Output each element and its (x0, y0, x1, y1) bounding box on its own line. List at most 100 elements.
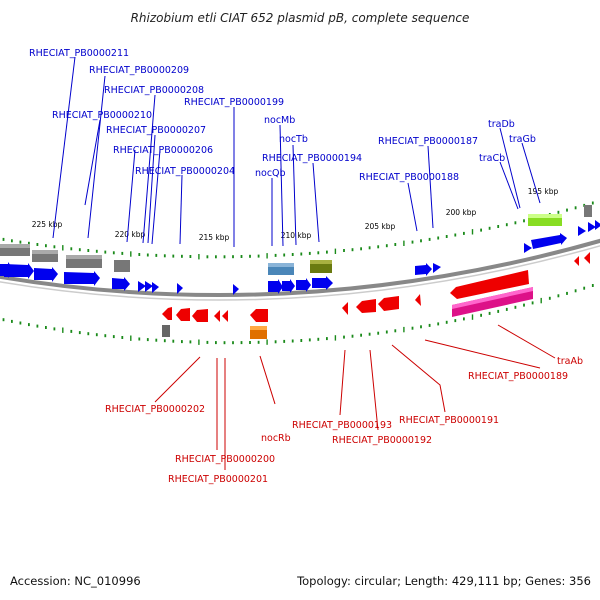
gene-arrow-reverse (162, 307, 172, 320)
gene-label: RHECIAT_PB0000207 (106, 125, 206, 136)
gene-arrow-forward (34, 267, 58, 282)
reverse-leader-lines (154, 324, 556, 470)
gene-label: RHECIAT_PB0000204 (135, 166, 235, 177)
gene-block-highlight (66, 255, 102, 259)
gene-label: RHECIAT_PB0000191 (399, 415, 499, 426)
leader-line (499, 127, 521, 209)
leader-line (497, 324, 556, 359)
gene-arrow-forward (177, 283, 183, 294)
map-title: Rhizobium etli CIAT 652 plasmid pB, comp… (131, 11, 470, 25)
leader-line (391, 344, 446, 413)
gene-block-grey (114, 260, 130, 272)
gene-arrow-reverse (192, 309, 208, 322)
gene-arrow-forward (433, 263, 441, 273)
scale-tick-label: 215 kbp (199, 233, 230, 242)
gene-label: RHECIAT_PB0000193 (292, 420, 392, 431)
forward-gene-row-inner (0, 220, 600, 295)
leader-line (87, 75, 106, 239)
gene-arrow-reverse (584, 252, 590, 264)
gene-label: RHECIAT_PB0000210 (52, 110, 152, 121)
gene-label: traAb (557, 356, 583, 367)
leader-line (339, 349, 346, 416)
gene-arrow-forward (233, 284, 239, 295)
gene-label: nocRb (261, 433, 291, 444)
leader-line (126, 149, 136, 243)
leader-line (424, 339, 541, 369)
gene-label: RHECIAT_PB0000194 (262, 153, 362, 164)
gene-arrow-reverse (176, 308, 190, 321)
forward-leader-lines (52, 56, 541, 247)
gene-arrow-forward (268, 279, 283, 294)
reverse-feature-blocks (162, 287, 533, 339)
leader-line (292, 144, 297, 246)
gene-block-highlight (250, 326, 267, 330)
gene-arrow-forward (312, 276, 333, 290)
gene-label: traGb (509, 134, 536, 145)
gene-arrow-forward (138, 281, 146, 292)
leader-line (279, 124, 284, 247)
gene-label: RHECIAT_PB0000201 (168, 474, 268, 485)
gene-label: RHECIAT_PB0000199 (184, 97, 284, 108)
gene-block-highlight (32, 250, 58, 254)
leader-line (259, 355, 276, 405)
gene-arrow-reverse (222, 310, 228, 322)
genome-summary-text: Topology: circular; Length: 429,111 bp; … (296, 574, 591, 588)
scale-tick-label: 220 kbp (115, 230, 146, 239)
scale-tick-label: 225 kbp (32, 220, 63, 229)
leader-line (154, 356, 201, 403)
leader-line (521, 142, 541, 204)
forward-gene-row-outer (0, 205, 592, 275)
leader-line (407, 182, 418, 232)
gene-arrow-reverse (415, 294, 421, 306)
gene-block-highlight (310, 260, 332, 264)
leader-line (147, 134, 156, 244)
accession-text: Accession: NC_010996 (10, 574, 141, 588)
gene-label: traDb (488, 119, 515, 130)
gene-arrow-reverse (378, 296, 399, 311)
leader-line (427, 145, 434, 229)
leader-line (84, 119, 101, 206)
gene-label: RHECIAT_PB0000189 (468, 371, 568, 382)
leader-line (151, 149, 161, 245)
leader-line (52, 56, 76, 239)
gene-arrow-forward (531, 233, 567, 249)
gene-label: traCb (479, 153, 505, 164)
gene-label: nocQb (255, 168, 286, 179)
gene-label: RHECIAT_PB0000188 (359, 172, 459, 183)
leader-line (499, 161, 519, 210)
forward-labels: RHECIAT_PB0000211 RHECIAT_PB0000209 RHEC… (29, 48, 536, 183)
gene-block-highlight (0, 244, 30, 248)
backbone-shadow (0, 245, 600, 301)
gene-arrow-forward (588, 222, 596, 232)
gene-arrow-reverse (214, 310, 220, 322)
gene-arrow-forward (296, 278, 311, 292)
gene-label: nocMb (264, 115, 295, 126)
outer-tick-ring (2, 201, 594, 260)
gene-label: RHECIAT_PB0000209 (89, 65, 189, 76)
gene-arrow-reverse (450, 270, 529, 299)
gene-arrow-forward (64, 271, 100, 286)
gene-label: RHECIAT_PB0000192 (332, 435, 432, 446)
leader-line (369, 349, 379, 431)
scale-tick-label: 205 kbp (365, 222, 396, 231)
reverse-labels: traAb RHECIAT_PB0000189 RHECIAT_PB000020… (105, 356, 583, 485)
gene-block-grey (162, 325, 170, 337)
gene-arrow-forward (112, 277, 130, 291)
gene-block-highlight (452, 287, 533, 309)
gene-label: RHECIAT_PB0000206 (113, 145, 213, 156)
gene-arrow-forward (282, 279, 295, 293)
gene-label: nocTb (279, 134, 308, 145)
scale-tick-label: 195 kbp (528, 187, 559, 196)
backbone-arc (0, 238, 600, 297)
gene-label: RHECIAT_PB0000211 (29, 48, 129, 59)
gene-arrow-forward (578, 226, 586, 236)
leader-line (312, 162, 320, 243)
inner-tick-ring (2, 284, 594, 345)
gene-arrow-forward (595, 220, 600, 230)
gene-arrow-forward (415, 263, 432, 276)
gene-arrow-forward (4, 263, 34, 279)
gene-arrow-reverse (342, 302, 348, 315)
gene-arrow-reverse (574, 256, 579, 266)
gene-arrow-reverse (356, 299, 376, 313)
